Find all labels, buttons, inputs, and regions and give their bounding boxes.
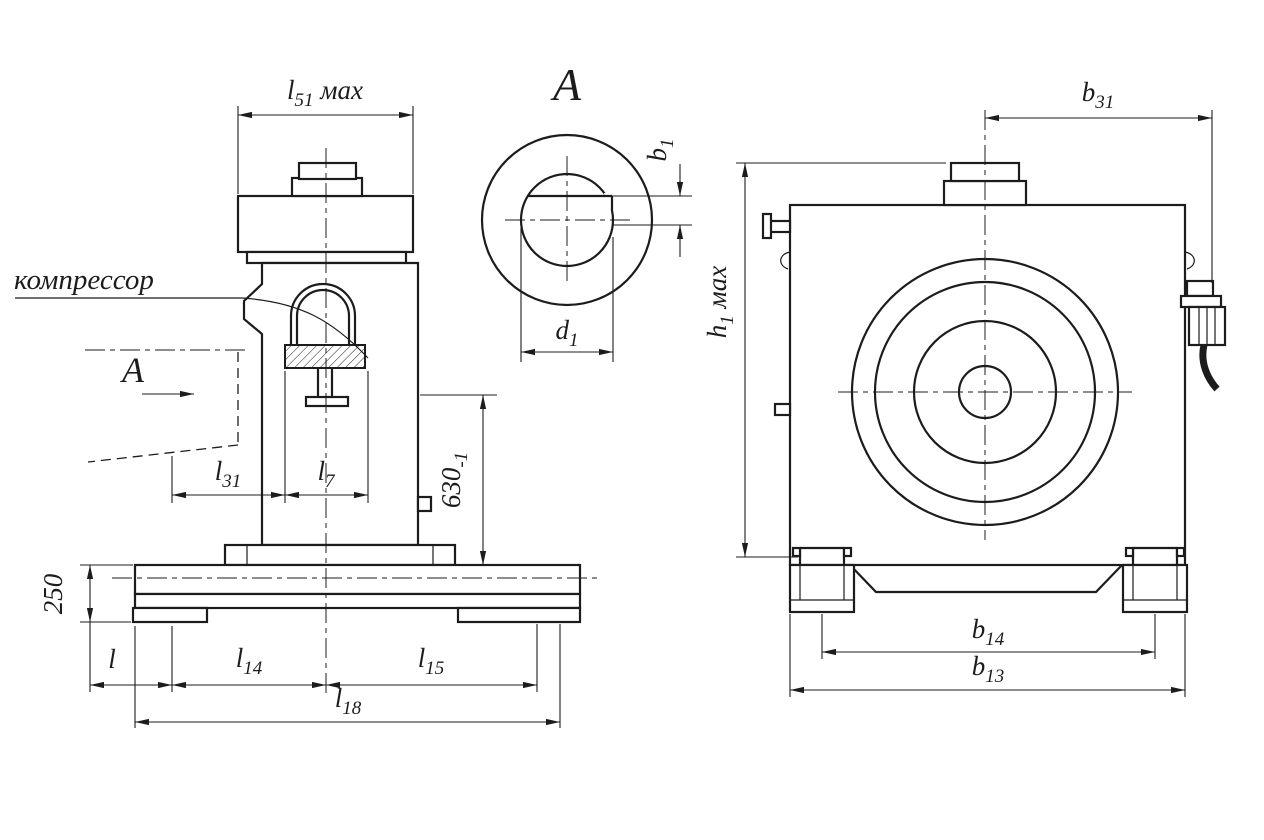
flange-ticks: [246, 545, 434, 565]
labels: l51 мах А b31 b1 d1 h1 мах компрессор А …: [14, 59, 1114, 719]
valve-cap: [1185, 279, 1215, 298]
ext-b13: [789, 614, 1186, 697]
mount-flange: [223, 543, 457, 567]
ear-right: [1184, 251, 1195, 270]
front-view: [761, 161, 1227, 614]
top-cap-base: [290, 176, 364, 198]
base-plate-lower: [133, 592, 582, 610]
dim-label-b1: b1: [642, 139, 678, 162]
section-cut-label: А: [120, 350, 145, 390]
side-view: [15, 161, 582, 624]
keyway-step: [528, 194, 614, 211]
side-boss: [416, 495, 433, 513]
foot-left-pad: [788, 563, 856, 614]
section-axes: [505, 156, 632, 284]
ext-250: [80, 564, 133, 692]
callout-leader: [15, 297, 369, 359]
valve-flange: [1179, 294, 1223, 309]
centerlines: [85, 110, 1132, 694]
dim-label-d1: d1: [556, 315, 579, 351]
left-fitting-cap: [761, 212, 773, 240]
pipe-outer-arc: [289, 282, 357, 317]
dim-label-l51-max: l51 мах: [287, 75, 363, 111]
left-fitting-stem: [768, 219, 792, 234]
pipe-legs: [289, 316, 357, 345]
dim-label-630: 630-1: [436, 452, 472, 508]
foot-right-tab-b: [1175, 546, 1186, 558]
dim-label-b14: b14: [972, 614, 1005, 650]
piston-rod: [316, 368, 334, 397]
callout-label: компрессор: [14, 264, 154, 296]
front-view-axes: [838, 110, 1132, 540]
ext-h1: [736, 162, 946, 558]
dim-label-h1-max: h1 мах: [702, 266, 738, 338]
bottom-sump: [849, 564, 1123, 594]
foot-left-tab-a: [791, 546, 802, 558]
ext-d1: [520, 228, 614, 362]
dim-label-b31: b31: [1082, 77, 1115, 113]
ext-l18: [134, 624, 561, 728]
hidden-outline: [87, 352, 239, 463]
dim-label-250: 250: [38, 573, 68, 614]
valve-lever: [1199, 344, 1220, 392]
foot-right-pad: [1121, 563, 1189, 614]
foot-right-detail: [1123, 565, 1187, 601]
top-cap-knob: [297, 161, 358, 181]
valve-ribs: [1198, 307, 1216, 345]
dim-label-b13: b13: [972, 651, 1005, 687]
foot-left-tab-b: [842, 546, 853, 558]
ext-l51: [237, 106, 414, 194]
foot-right-tab-a: [1124, 546, 1135, 558]
ext-bottom-row1: [171, 624, 538, 692]
runner-right: [456, 606, 582, 624]
dim-label-l7: l7: [317, 456, 336, 492]
dimension-annotations: [80, 106, 1213, 728]
foot-left-detail: [790, 565, 854, 601]
dim-label-l: l: [108, 644, 116, 674]
rod-crosshead: [304, 395, 350, 408]
runner-left: [131, 606, 209, 624]
dim-label-l14: l14: [236, 643, 263, 679]
piston-section-hatched: [284, 344, 366, 369]
dim-label-l15: l15: [418, 643, 445, 679]
base-plate-upper: [133, 563, 582, 596]
dim-label-l18: l18: [335, 683, 362, 719]
left-pin: [773, 402, 792, 417]
section-view-title: А: [550, 59, 582, 110]
pipe-inner-arc: [295, 288, 351, 317]
ear-left: [780, 251, 791, 270]
dim-label-l31: l31: [215, 456, 242, 492]
